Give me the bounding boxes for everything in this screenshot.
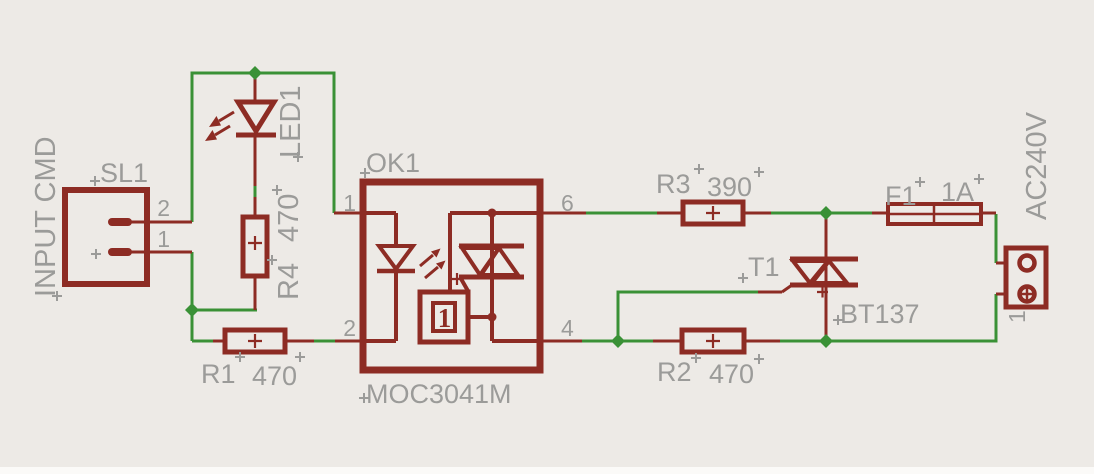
optocoupler-ok1: 1 xyxy=(359,178,544,374)
connector-sl1 xyxy=(62,187,150,287)
r3-ref-label: R3 xyxy=(656,169,691,199)
junction-b xyxy=(611,334,625,348)
r2-body xyxy=(679,327,747,355)
triac-t1 xyxy=(788,256,858,298)
sl1-pin1-label: 1 xyxy=(157,226,170,252)
ok1-emission-arrows xyxy=(419,248,446,280)
t1-ref-label: T1 xyxy=(748,252,780,282)
ok1-zero-cross-digit: 1 xyxy=(438,303,452,333)
resistor-r2 xyxy=(679,327,747,355)
bottom-edge-strip xyxy=(0,467,1094,474)
ok1-zero-cross-box xyxy=(417,289,471,345)
t1-part-label: BT137 xyxy=(840,299,920,329)
led1-emission-arrows xyxy=(205,110,235,141)
led-led1 xyxy=(205,99,279,141)
ok1-zero-cross-inner-box xyxy=(431,301,457,333)
junction-c xyxy=(819,334,833,348)
junction-dots xyxy=(185,66,833,348)
ac-pin1-label: 1 xyxy=(1004,310,1030,323)
ok1-node-dot-top xyxy=(487,208,497,218)
f1-value-label: 1A xyxy=(941,177,974,207)
r2-center-cross xyxy=(706,334,720,348)
net-bottom-rail-right xyxy=(824,294,998,343)
r2-ref-label: R2 xyxy=(657,357,692,387)
label-origin-crosses xyxy=(52,152,984,403)
led1-triangle xyxy=(233,99,279,136)
ac-pin-bottom-cross xyxy=(1021,288,1033,300)
resistor-r3 xyxy=(680,199,746,227)
connector-ac240v xyxy=(1003,245,1049,310)
ok1-internal xyxy=(366,211,537,343)
junction-a xyxy=(185,303,199,317)
junction-top-rail xyxy=(248,66,262,80)
r1-body xyxy=(222,327,288,355)
resistor-r4 xyxy=(240,214,270,279)
ok1-led-triangle xyxy=(375,244,417,273)
sl1-pin2-pad xyxy=(108,218,132,226)
red-stub-wires xyxy=(130,73,1006,343)
r1-value-label: 470 xyxy=(252,361,297,391)
r4-value-label: 470 xyxy=(273,194,305,242)
r1-center-cross xyxy=(248,334,262,348)
ok1-ref-label: OK1 xyxy=(366,148,420,178)
ac-ref-label: AC240V xyxy=(1021,111,1053,220)
ok1-triac-right-triangle xyxy=(477,244,522,277)
r4-center-cross xyxy=(248,236,262,250)
r3-center-cross xyxy=(706,206,720,220)
r4-ref-label: R4 xyxy=(273,263,305,300)
sl1-body xyxy=(62,187,150,287)
t1-right-triangle xyxy=(807,257,852,285)
sl1-pin1-pad xyxy=(108,248,132,256)
fuse-f1 xyxy=(886,202,983,226)
r3-body xyxy=(680,199,746,227)
ok1-pin1-label: 1 xyxy=(343,190,356,216)
ok1-node-dot-bottom xyxy=(487,312,497,322)
f1-ref-label: F1 xyxy=(885,181,917,211)
r1-ref-label: R1 xyxy=(201,359,236,389)
sl1-pin2-label: 2 xyxy=(157,195,170,221)
r3-value-label: 390 xyxy=(707,172,752,202)
ac-pin-bottom-circle xyxy=(1017,284,1037,304)
ok1-part-label: MOC3041M xyxy=(366,379,512,409)
ok1-gate-cross xyxy=(451,273,463,285)
t1-origin-cross xyxy=(817,286,828,298)
ok1-pin6-label: 6 xyxy=(561,190,574,216)
r2-value-label: 470 xyxy=(709,359,754,389)
ac-body xyxy=(1003,245,1049,310)
ac-pin-top-circle xyxy=(1017,253,1037,273)
resistor-r1 xyxy=(222,327,288,355)
ok1-body xyxy=(359,178,544,374)
sl1-function-label: INPUT CMD xyxy=(30,136,62,297)
ok1-pin4-label: 4 xyxy=(561,315,574,341)
ok1-pin2-label: 2 xyxy=(343,315,356,341)
led1-ref-label: LED1 xyxy=(275,85,307,158)
r4-body xyxy=(240,214,270,279)
sl1-ref-label: SL1 xyxy=(100,158,148,188)
junction-d xyxy=(819,206,833,220)
